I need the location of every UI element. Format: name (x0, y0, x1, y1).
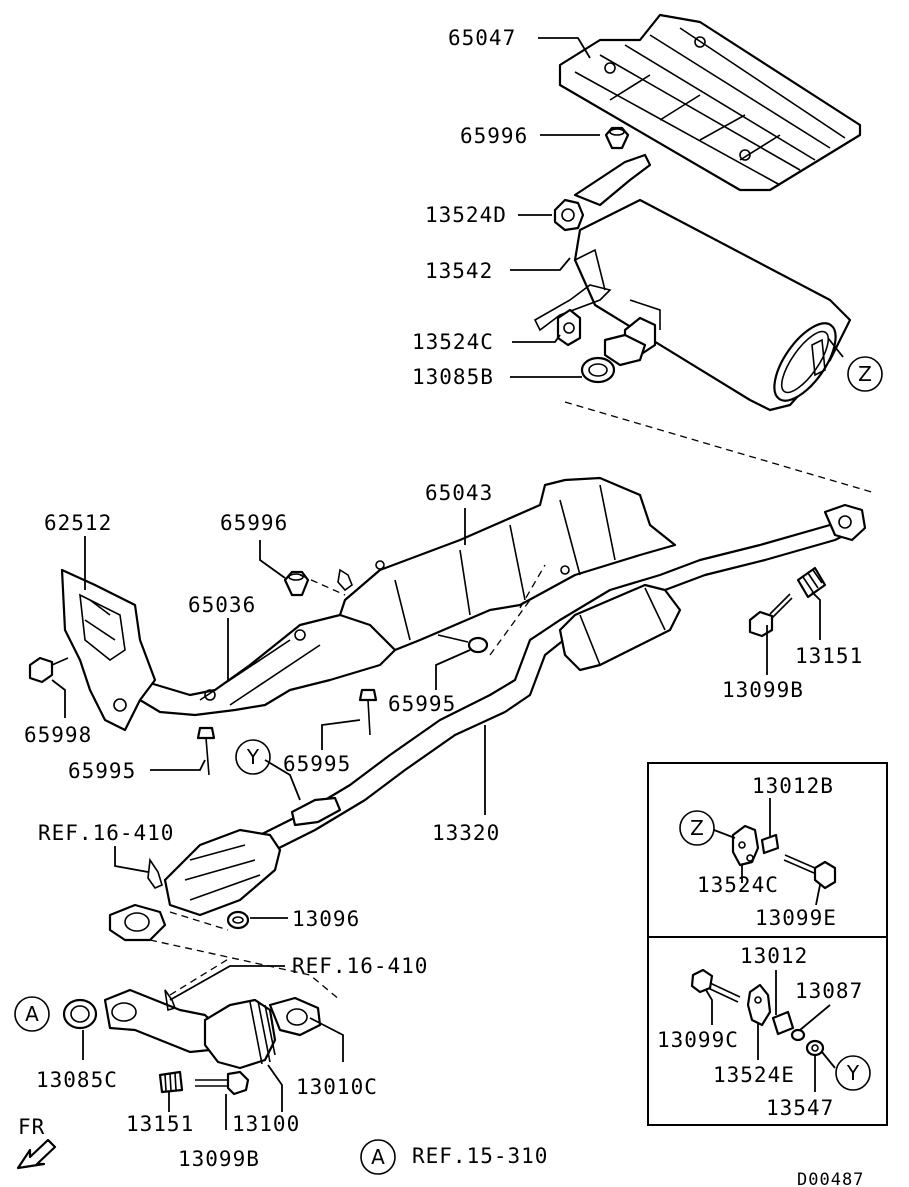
inset-label-13524C: 13524C (697, 873, 779, 897)
dashed-guide-lower (149, 939, 341, 1001)
svg-text:Z: Z (690, 816, 704, 840)
label-65995-a: 65995 (68, 759, 136, 783)
bolt-65998 (28, 656, 69, 684)
hanger-13524D (553, 198, 585, 232)
label-ref-16-410-a: REF.16-410 (38, 821, 174, 845)
inset-label-13099E: 13099E (755, 906, 837, 930)
marker-y-main: Y (235, 739, 271, 775)
gasket-13085C (62, 998, 98, 1030)
label-13151-right: 13151 (795, 644, 863, 668)
label-13010C: 13010C (296, 1075, 378, 1099)
muffler-13542 (533, 153, 852, 412)
nut-65996-mid (283, 568, 353, 597)
gasket-13085B (580, 356, 616, 384)
dashed-guide-muffler (564, 401, 876, 494)
label-13320: 13320 (432, 821, 500, 845)
label-13524D: 13524D (425, 203, 507, 227)
label-ref-15-310: REF.15-310 (412, 1144, 548, 1168)
inset-label-13547: 13547 (766, 1096, 834, 1120)
label-65998: 65998 (24, 723, 92, 747)
marker-z-main: Z (847, 356, 883, 392)
label-65996-mid: 65996 (220, 511, 288, 535)
label-ref-16-410-b: REF.16-410 (292, 954, 428, 978)
inset-label-13524E: 13524E (713, 1063, 795, 1087)
inset-box (647, 762, 888, 1126)
label-13151-bottom: 13151 (126, 1112, 194, 1136)
heat-shield-62512 (60, 568, 157, 732)
dashed-guide-nut (299, 574, 346, 596)
label-13099B-right: 13099B (722, 678, 804, 702)
leader-lines (51, 37, 844, 1130)
label-13099B-bottom: 13099B (178, 1147, 260, 1171)
inset-label-13012B: 13012B (752, 774, 834, 798)
label-65995-c: 65995 (388, 692, 456, 716)
bolt-13099B-bottom (195, 1070, 250, 1096)
inset-label-13012: 13012 (740, 944, 808, 968)
label-13085B: 13085B (412, 365, 494, 389)
bolt-65995-lower (196, 726, 216, 776)
label-13100: 13100 (232, 1112, 300, 1136)
sensor-ref-upper (147, 857, 163, 889)
marker-y-inset: Y (835, 1055, 871, 1091)
svg-text:Z: Z (858, 362, 872, 386)
heat-shield-65047 (558, 13, 862, 192)
inset-label-13087: 13087 (795, 979, 863, 1003)
diagram-code: D00487 (797, 1170, 864, 1187)
dashed-guide-ref (169, 957, 231, 996)
marker-a-main: A (14, 996, 50, 1032)
bolt-65995-upper (437, 634, 489, 654)
marker-a-ref: A (360, 1139, 396, 1175)
label-65036: 65036 (188, 593, 256, 617)
label-13085C: 13085C (36, 1068, 118, 1092)
catalytic-converter-upper (108, 828, 282, 942)
label-65043: 65043 (425, 481, 493, 505)
label-13542: 13542 (425, 259, 493, 283)
label-13524C-top: 13524C (412, 330, 494, 354)
label-65047: 65047 (448, 26, 516, 50)
inset-label-13099C: 13099C (657, 1028, 739, 1052)
label-65995-b: 65995 (283, 752, 351, 776)
spring-13151-right (796, 566, 827, 599)
svg-text:A: A (25, 1002, 39, 1026)
svg-text:Y: Y (246, 745, 260, 769)
spring-13151-bottom (158, 1070, 184, 1094)
gasket-13096 (226, 910, 250, 930)
catalytic-converter-13100 (103, 988, 322, 1070)
inset-bottom-parts (690, 968, 836, 1092)
inset-top-parts (713, 798, 837, 906)
dashed-guide-13096 (169, 911, 229, 931)
heat-shield-65036 (138, 613, 397, 717)
svg-text:Y: Y (846, 1061, 860, 1085)
exhaust-pipe-13320 (163, 503, 867, 897)
label-65996-top: 65996 (460, 124, 528, 148)
label-62512: 62512 (44, 511, 112, 535)
hanger-13524C-top (556, 308, 582, 347)
fr-label: FR (18, 1115, 45, 1139)
marker-z-inset: Z (679, 810, 715, 846)
dashed-guide-shield (489, 564, 546, 656)
nut-65996-top (604, 126, 630, 150)
label-13096: 13096 (292, 907, 360, 931)
bolt-13099B-right (748, 593, 793, 638)
bolt-65995-center (358, 688, 378, 736)
svg-text:A: A (371, 1145, 385, 1169)
front-direction-arrow: FR (16, 1115, 57, 1170)
